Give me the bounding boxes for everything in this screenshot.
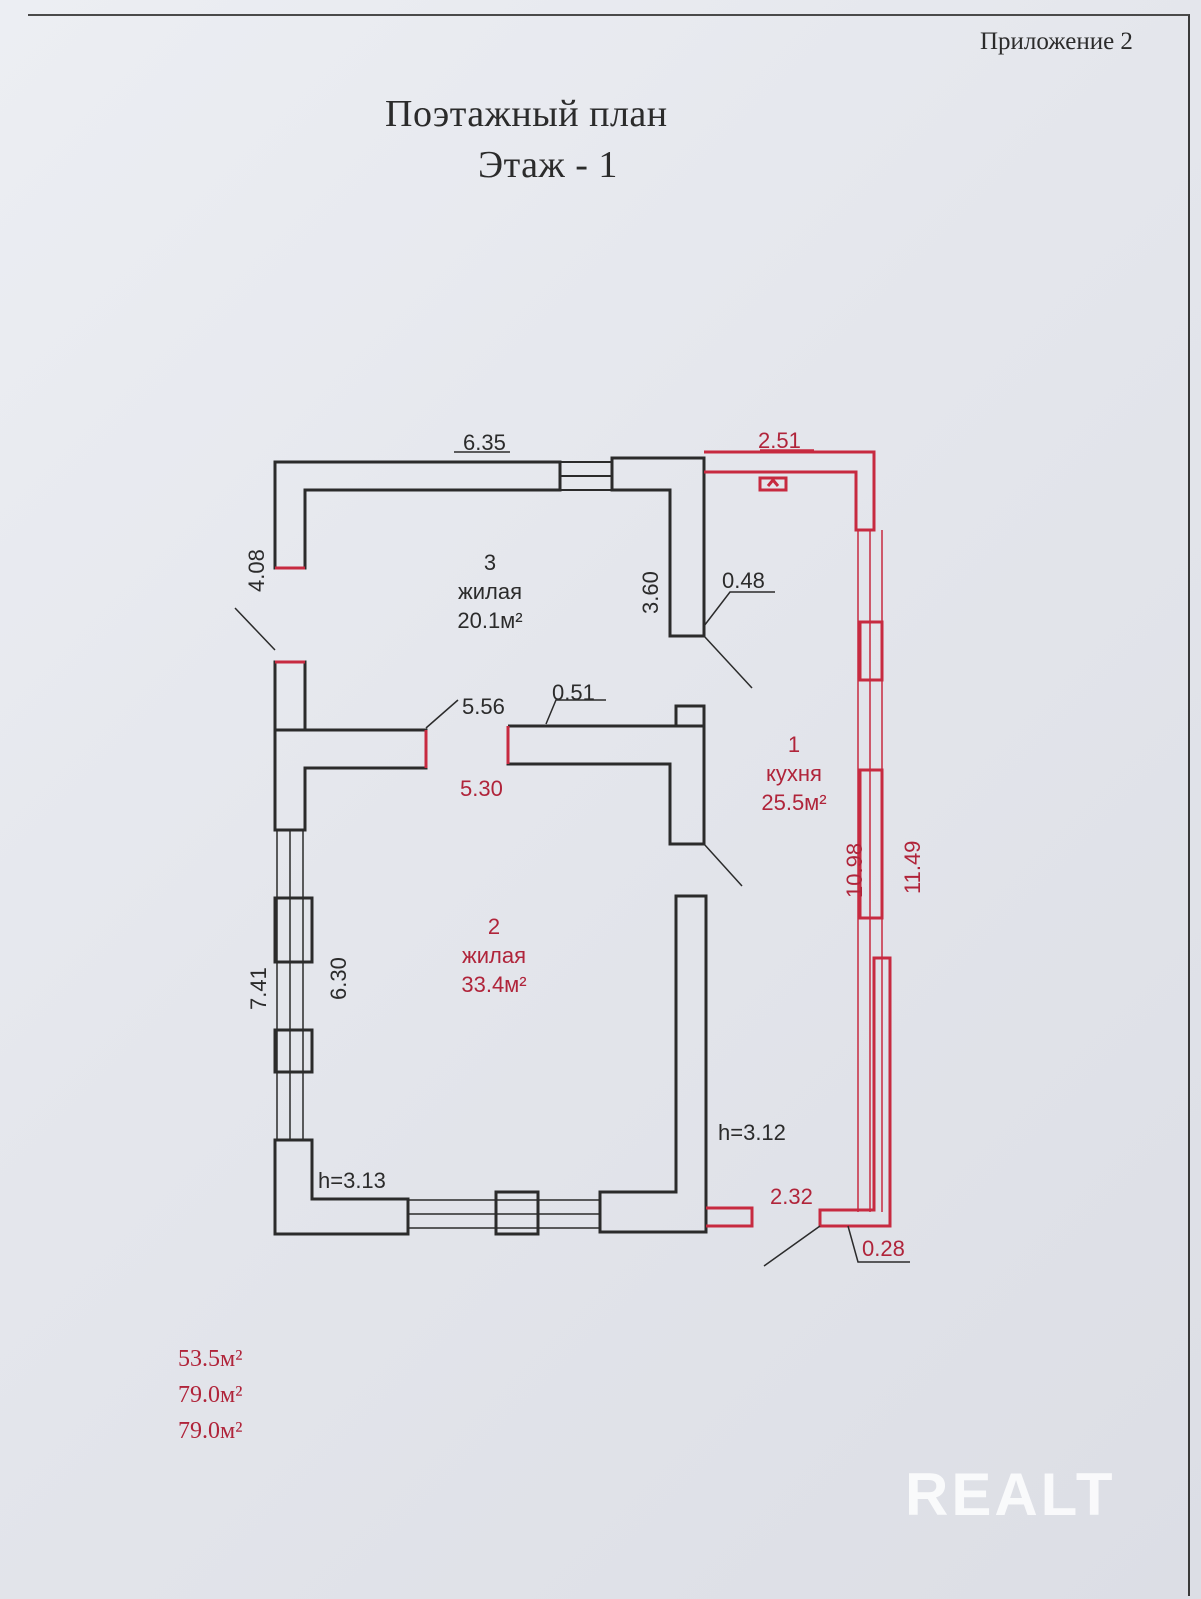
room-2-label: 2 жилая 33.4м² bbox=[434, 912, 554, 999]
room-2-number: 2 bbox=[487, 914, 501, 939]
dim-556: 5.56 bbox=[462, 694, 505, 719]
dim-1098: 10.98 bbox=[842, 842, 867, 898]
leader-028 bbox=[847, 1225, 910, 1263]
dim-360: 3.60 bbox=[638, 571, 663, 614]
wall-middle-right bbox=[506, 704, 706, 846]
dim-251: 2.51 bbox=[758, 428, 801, 453]
room-3-area: 20.1м² bbox=[457, 608, 523, 633]
dim-h313: h=3.13 bbox=[318, 1168, 386, 1193]
appendix-label: Приложение 2 bbox=[980, 28, 1133, 55]
room-1-label: 1 кухня 25.5м² bbox=[734, 730, 854, 817]
dim-408: 4.08 bbox=[244, 549, 269, 592]
wall-kitchen-top bbox=[704, 450, 876, 532]
total-1: 53.5м² bbox=[178, 1346, 243, 1372]
window-left bbox=[276, 830, 304, 1140]
leader-408 bbox=[234, 607, 276, 651]
dim-028: 0.28 bbox=[862, 1236, 905, 1261]
total-3: 79.0м² bbox=[178, 1418, 243, 1444]
watermark-logo: REALT bbox=[905, 1461, 1116, 1528]
leader-048 bbox=[703, 591, 775, 627]
room-2-type: жилая bbox=[462, 943, 526, 968]
wall-left-upper bbox=[273, 660, 307, 732]
dim-048: 0.48 bbox=[722, 568, 765, 593]
dim-1149: 11.49 bbox=[900, 840, 925, 894]
dim-630: 6.30 bbox=[326, 957, 351, 1000]
pier-left-1 bbox=[273, 896, 314, 964]
floor-title: Этаж - 1 bbox=[478, 144, 618, 186]
window-bottom bbox=[408, 1199, 600, 1229]
window-top bbox=[560, 461, 612, 491]
dim-530: 5.30 bbox=[460, 776, 503, 801]
pier-left-2 bbox=[273, 1028, 314, 1074]
kitchen-pier-2 bbox=[858, 768, 884, 920]
leader-556 bbox=[425, 699, 459, 729]
kitchen-pier-3 bbox=[818, 956, 892, 1228]
leader-051 bbox=[545, 699, 606, 725]
dim-741: 7.41 bbox=[246, 967, 271, 1010]
total-2: 79.0м² bbox=[178, 1382, 243, 1408]
door-swing-1 bbox=[703, 635, 753, 689]
room-1-area: 25.5м² bbox=[761, 790, 827, 815]
door-swing-2 bbox=[703, 843, 743, 887]
room-1-number: 1 bbox=[787, 732, 801, 757]
wall-middle-left bbox=[273, 728, 428, 832]
dim-h312: h=3.12 bbox=[718, 1120, 786, 1145]
room-1-type: кухня bbox=[766, 761, 822, 786]
wall-kitchen-bottom bbox=[706, 1206, 754, 1228]
dim-232: 2.32 bbox=[770, 1184, 813, 1209]
room-2-area: 33.4м² bbox=[461, 972, 527, 997]
room-3-label: 3 жилая 20.1м² bbox=[430, 548, 550, 635]
room-3-type: жилая bbox=[458, 579, 522, 604]
wall-bottom-left bbox=[273, 1138, 410, 1236]
leader-232 bbox=[763, 1225, 821, 1267]
dim-051: 0.51 bbox=[552, 680, 595, 705]
page-title: Поэтажный план bbox=[385, 93, 668, 135]
page-frame bbox=[28, 14, 1190, 1596]
wall-room3-right bbox=[610, 456, 706, 638]
stove-icon bbox=[758, 476, 788, 492]
room-3-number: 3 bbox=[483, 550, 497, 575]
wall-bottom-right bbox=[598, 894, 708, 1234]
kitchen-pier-1 bbox=[858, 620, 884, 682]
pier-bottom bbox=[494, 1190, 540, 1236]
dim-635: 6.35 bbox=[463, 430, 506, 455]
